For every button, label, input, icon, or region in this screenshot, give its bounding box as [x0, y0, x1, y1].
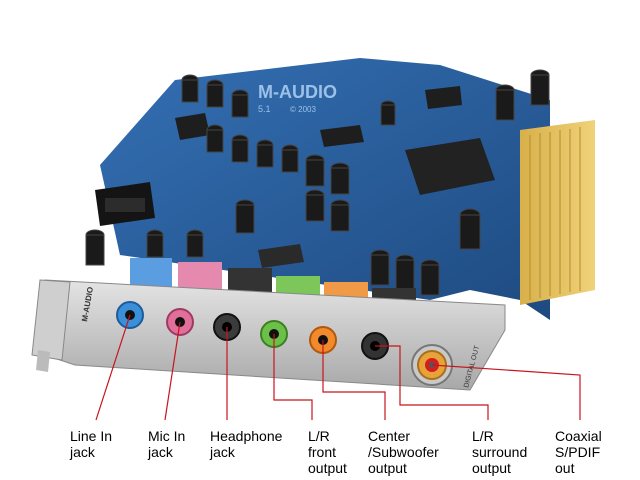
board-marking: M-AUDIO [258, 82, 337, 102]
callout-headphone: Headphone jack [210, 428, 283, 460]
pcb-board [100, 58, 595, 320]
pci-edge-connector [520, 120, 595, 305]
callout-leaders [95, 314, 581, 421]
callout-center-subwoofer: Center /Subwoofer output [368, 428, 439, 476]
board-marking-sub: 5.1 [258, 104, 271, 114]
leader-center-sub [322, 340, 386, 420]
leader-mic-in [164, 321, 181, 421]
leader-line-in [95, 314, 131, 421]
connector-fingers [529, 127, 581, 300]
callout-front-output: L/R front output [308, 428, 347, 476]
leader-surround [375, 345, 489, 420]
callout-coaxial-spdif: Coaxial S/PDIF out [555, 428, 602, 476]
callout-mic-in: Mic In jack [148, 428, 186, 460]
callout-surround-output: L/R surround output [472, 428, 528, 476]
chips [175, 86, 495, 268]
callout-line-in: Line In jack [70, 428, 113, 460]
board-year: © 2003 [290, 105, 316, 114]
capacitors [85, 69, 550, 296]
leader-coaxial [431, 364, 581, 420]
leader-front [273, 334, 313, 420]
